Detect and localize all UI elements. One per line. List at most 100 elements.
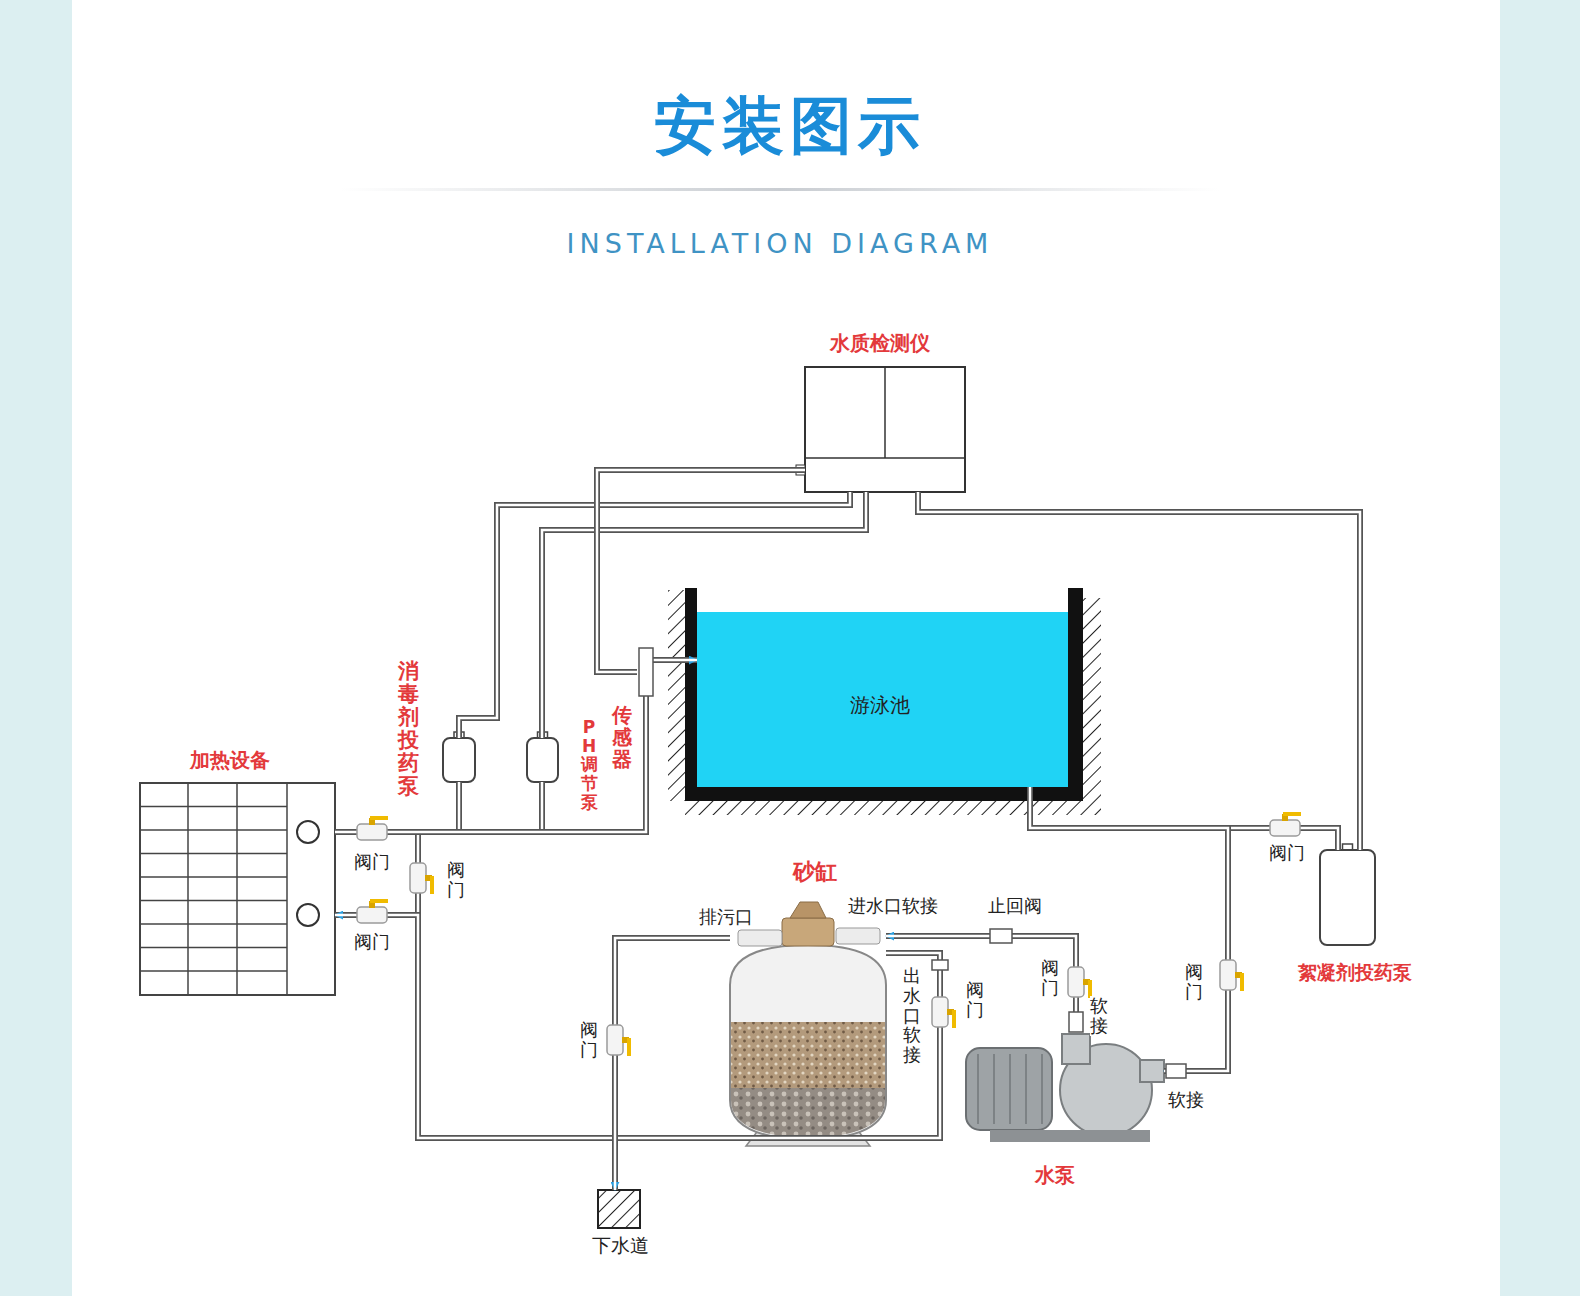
pipe-outer — [615, 938, 730, 1190]
pump-motor — [966, 1048, 1052, 1130]
valve-lever — [952, 1010, 956, 1028]
node-label: 水泵 — [1035, 1164, 1075, 1187]
inlet-port — [836, 928, 880, 944]
diagram-title: 安装图示 — [654, 90, 926, 161]
pipe-inner — [458, 782, 461, 832]
valve-handle — [790, 902, 826, 918]
dosing-pipe — [542, 782, 543, 832]
valve-body — [932, 997, 948, 1027]
pipe-inner — [1030, 787, 1228, 1071]
motor-fin — [1041, 1054, 1043, 1124]
detector-box — [805, 367, 965, 492]
multiport-valve — [782, 918, 834, 946]
motor-fin — [1009, 1054, 1011, 1124]
part-label: 阀门 — [354, 932, 390, 953]
pipe-connector — [542, 492, 866, 738]
flex-joint — [1166, 1064, 1186, 1078]
component-node: 消毒剂投药泵 — [443, 738, 475, 782]
pipe-connector — [597, 470, 805, 672]
page-panel — [72, 0, 1500, 1296]
valve-symbol — [932, 997, 956, 1028]
gravel-layer — [731, 1088, 885, 1138]
pipe-inner — [335, 915, 940, 1138]
part-label: 出水口软接 — [903, 966, 921, 1065]
heater-port — [297, 821, 319, 843]
part-label: 阀门 — [447, 860, 465, 900]
heater-fin — [140, 806, 287, 808]
heater-fin — [140, 829, 287, 831]
part-label: 阀门 — [966, 980, 984, 1020]
pipe-connector — [918, 492, 1360, 850]
valve-body — [357, 824, 387, 840]
valve-lever — [1240, 973, 1244, 991]
valve-lever — [627, 1038, 631, 1056]
component-node: 絮凝剂投药泵 — [1320, 850, 1375, 945]
component-node: 游泳池 — [697, 612, 1072, 787]
part-label: 软接 — [1090, 996, 1108, 1036]
node-label: 絮凝剂投药泵 — [1298, 962, 1412, 984]
heater-fin — [140, 970, 287, 972]
heater-fin — [140, 947, 287, 949]
node-label: 传感器 — [612, 704, 632, 770]
pipe-outer — [1030, 787, 1228, 1071]
valve-body — [1220, 960, 1236, 990]
flex-joint — [1069, 1012, 1083, 1032]
node-label: 加热设备 — [190, 749, 270, 772]
pipe-outer — [542, 492, 866, 738]
detector-divider — [805, 457, 965, 459]
valve-symbol — [357, 816, 388, 840]
drain-grate — [598, 1190, 640, 1228]
pipe-outer — [539, 782, 545, 832]
part-label: 排污口 — [699, 907, 753, 928]
valve-symbol — [357, 899, 388, 923]
valve-body — [607, 1025, 623, 1055]
heater-fin — [140, 876, 287, 878]
pipe-outer — [456, 782, 462, 832]
pump-inlet — [1140, 1060, 1164, 1082]
part-label: 进水口软接 — [848, 896, 938, 917]
node-label: 水质检测仪 — [830, 332, 930, 355]
valve-symbol — [607, 1025, 631, 1056]
ground-hatch — [668, 590, 685, 801]
part-label: 阀门 — [354, 852, 390, 873]
valve-lever — [370, 816, 388, 820]
valve-body — [357, 907, 387, 923]
subtitle: INSTALLATION DIAGRAM — [567, 228, 994, 259]
fittings — [357, 648, 1301, 1078]
pipe-outer — [335, 915, 940, 1138]
component-node: 下水道 — [598, 1190, 640, 1228]
motor-fin — [993, 1054, 995, 1124]
tank-body — [527, 738, 558, 782]
pipe-inner — [541, 782, 544, 832]
valve-symbol — [1220, 960, 1244, 991]
node-label: 下水道 — [592, 1235, 649, 1257]
component-node: 水质检测仪 — [805, 367, 965, 492]
component-node: 加热设备 — [140, 783, 335, 995]
tank-body — [1320, 850, 1375, 945]
node-label: 消毒剂投药泵 — [398, 660, 419, 799]
pool-wall — [685, 588, 697, 801]
heater-fin — [286, 783, 288, 995]
part-label: 止回阀 — [988, 896, 1042, 917]
pump-base — [990, 1130, 1150, 1142]
ground-hatch — [685, 801, 1101, 815]
valve-body — [1270, 820, 1300, 836]
heater-fin — [140, 900, 287, 902]
pipe-outer — [597, 470, 805, 672]
pipe-inner — [615, 938, 730, 1190]
component-node: 水泵 — [960, 1030, 1164, 1148]
part-label: 软接 — [1168, 1090, 1204, 1111]
pool-wall — [1068, 588, 1083, 801]
node-label: 砂缸 — [793, 859, 837, 884]
pipe-inner — [542, 492, 866, 738]
pool-floor — [685, 787, 1083, 801]
valve-lever — [370, 899, 388, 903]
pipe-connector — [335, 915, 940, 1138]
part-label: 阀门 — [1185, 962, 1203, 1002]
pipe-connector — [1030, 787, 1228, 1071]
component-node: 传感器 — [637, 645, 655, 700]
valve-lever — [1283, 812, 1301, 816]
